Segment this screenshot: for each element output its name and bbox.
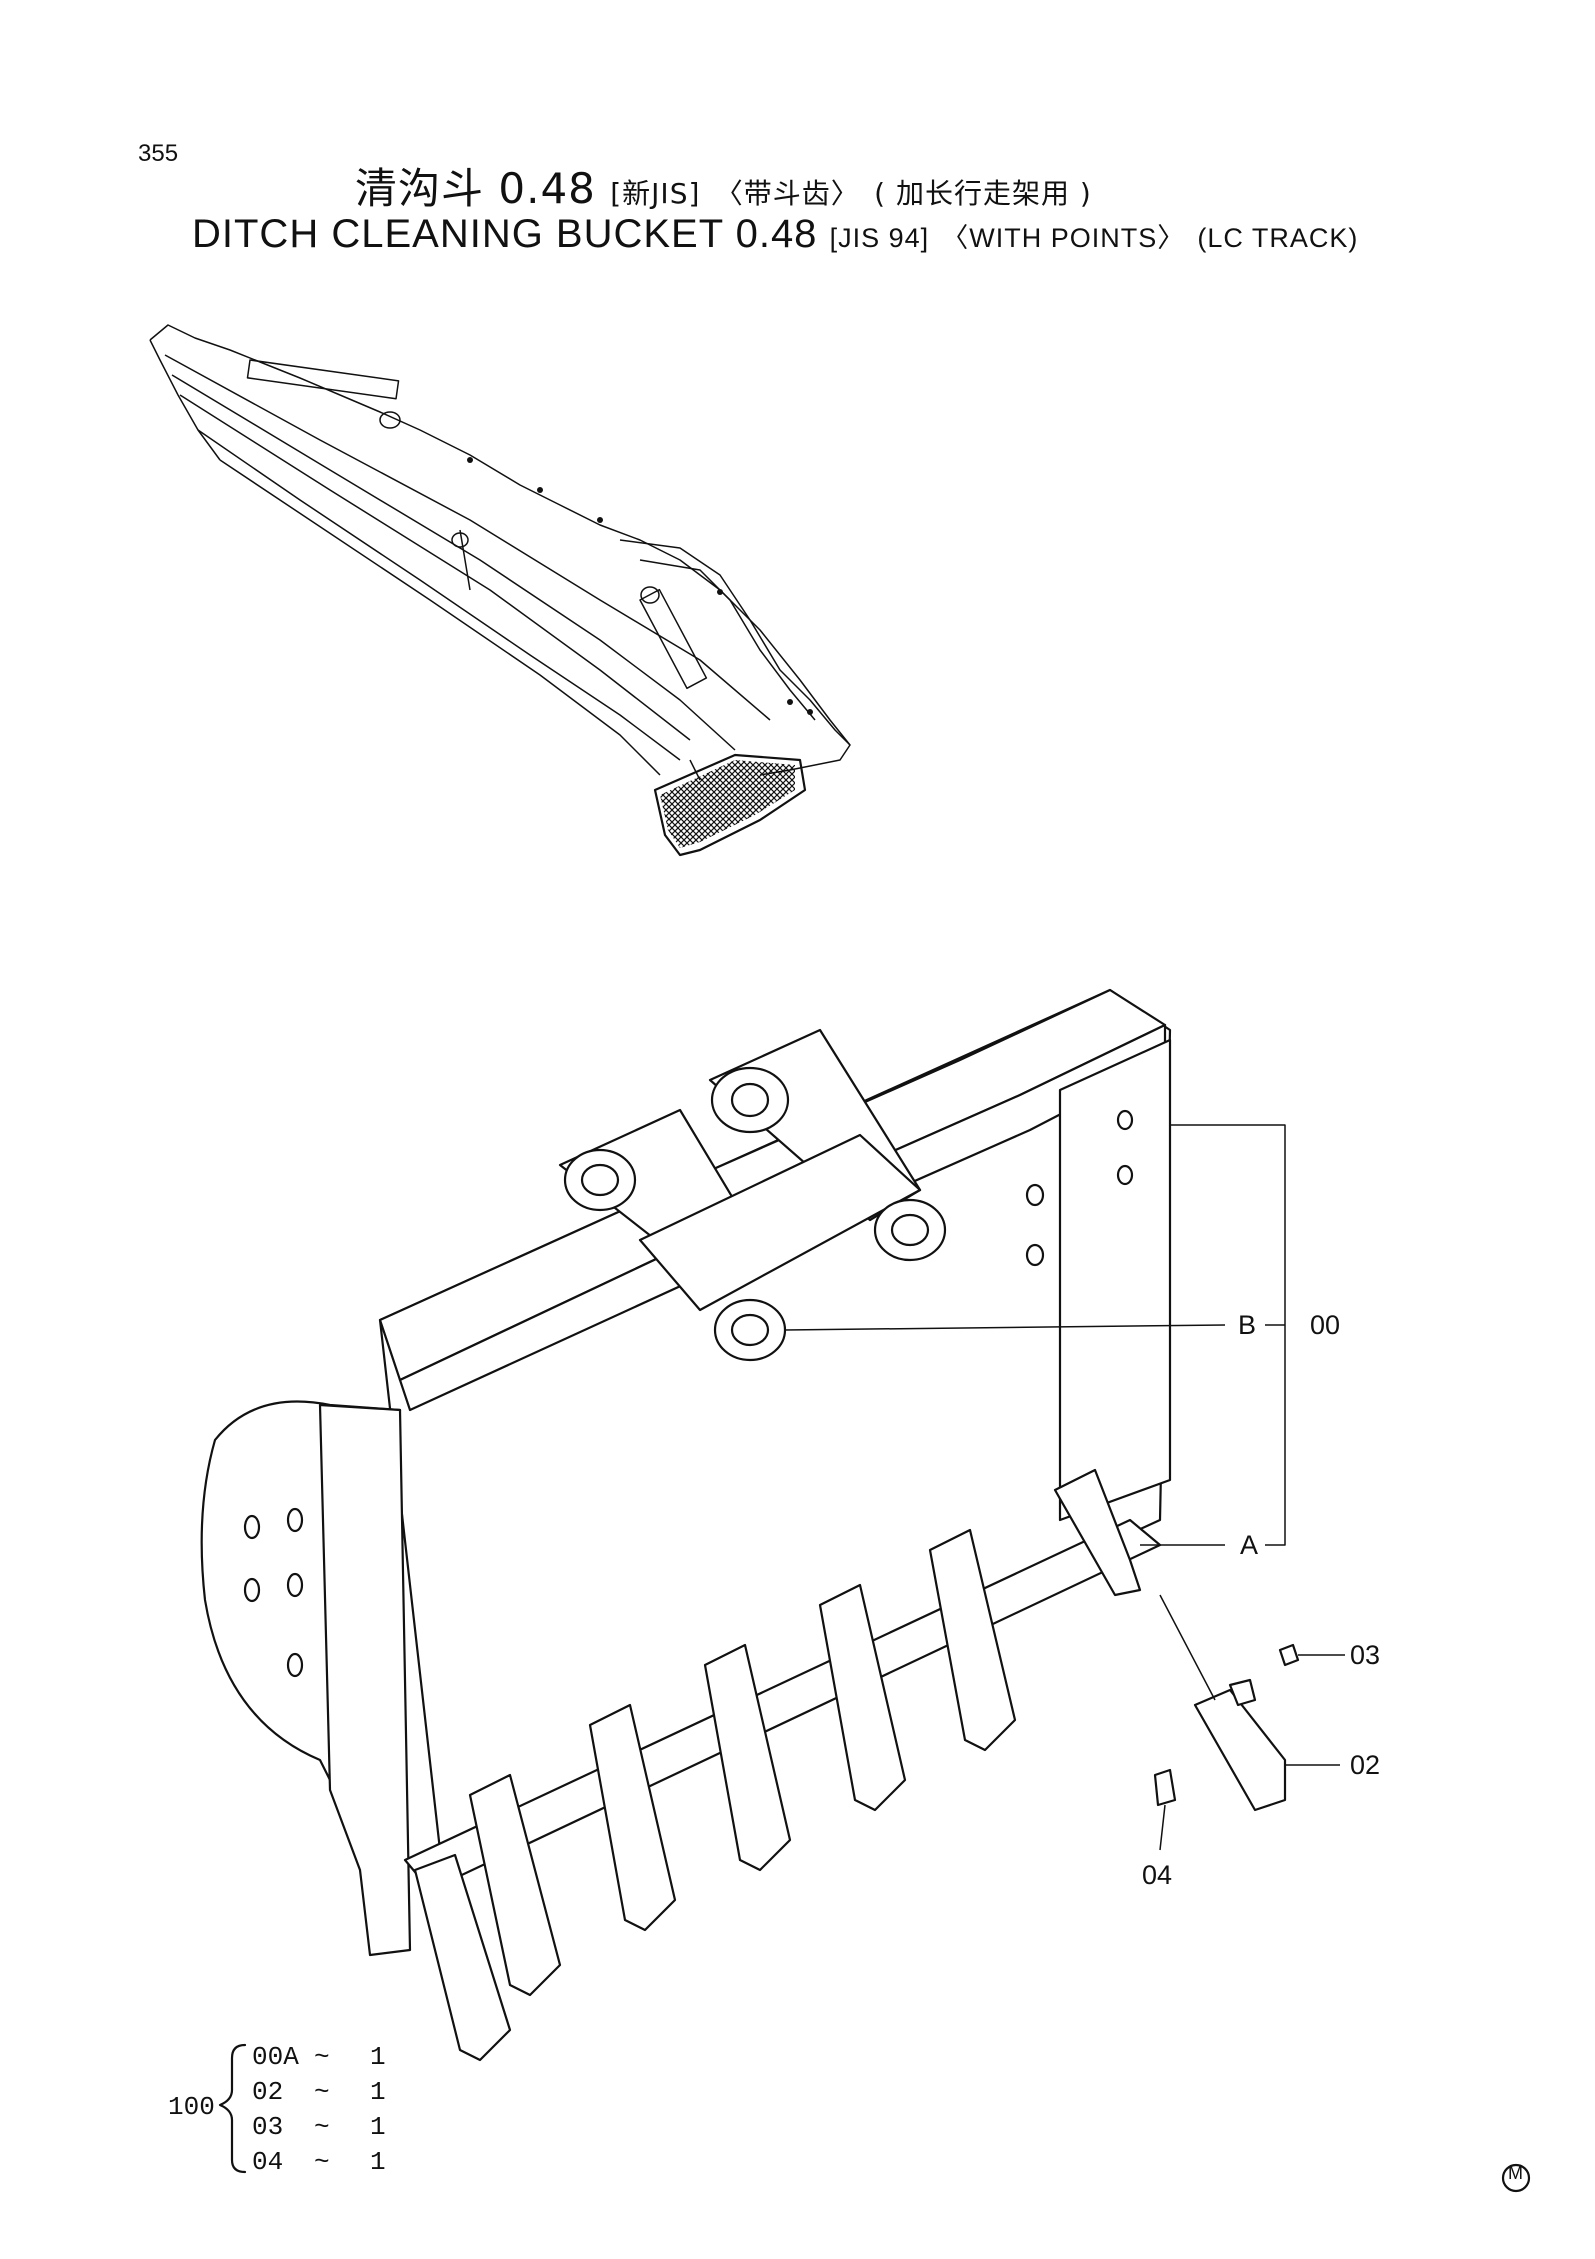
title-zh-track: ( 加长行走架用 ) [874,177,1092,210]
kit-item: 02~1 [252,2077,386,2107]
title-en-track: (LC TRACK) [1197,223,1359,253]
kit-item: 00A~1 [252,2042,386,2072]
pin-cap-03 [1278,1643,1300,1667]
boom-arm-drawing [149,324,851,857]
lock-part-04 [1153,1768,1177,1807]
title-zh-size: 0.48 [498,164,596,213]
page-number: 355 [138,140,179,167]
pin-part-03 [1228,1678,1257,1707]
title-zh-main: 清沟斗 [355,164,485,213]
callout-part-02: 02 [1350,1750,1381,1780]
catalog-mark: M [1508,2163,1523,2183]
kit-item: 03~1 [252,2112,386,2142]
title-zh-points: 〈带斗齿〉 [714,177,860,210]
title-en-main: DITCH CLEANING BUCKET [192,212,724,256]
callout-part-03: 03 [1350,1640,1381,1670]
title-chinese: 清沟斗 0.48 [新JIS] 〈带斗齿〉 ( 加长行走架用 ) [355,155,1092,216]
title-en-points: 〈WITH POINTS〉 [941,223,1186,253]
kit-item: 04~1 [252,2147,386,2177]
tooth-part-02 [1193,1688,1287,1812]
title-english: DITCH CLEANING BUCKET 0.48 [JIS 94] 〈WIT… [192,212,1358,257]
kit-code: 100 [168,2092,215,2122]
title-en-size: 0.48 [735,212,818,256]
callout-part-04: 04 [1142,1860,1173,1890]
callout-a-label: A [1240,1530,1259,1560]
bucket-drawing [200,988,1531,2193]
kit-items: 00A~1 02~1 03~1 04~1 [252,2040,386,2180]
bucket-teeth [413,1468,1142,2062]
title-zh-std: [新JIS] [610,177,701,210]
callout-b-label: B [1238,1310,1257,1340]
title-en-std: [JIS 94] [829,223,930,253]
callout-b-part: 00 [1310,1310,1341,1340]
